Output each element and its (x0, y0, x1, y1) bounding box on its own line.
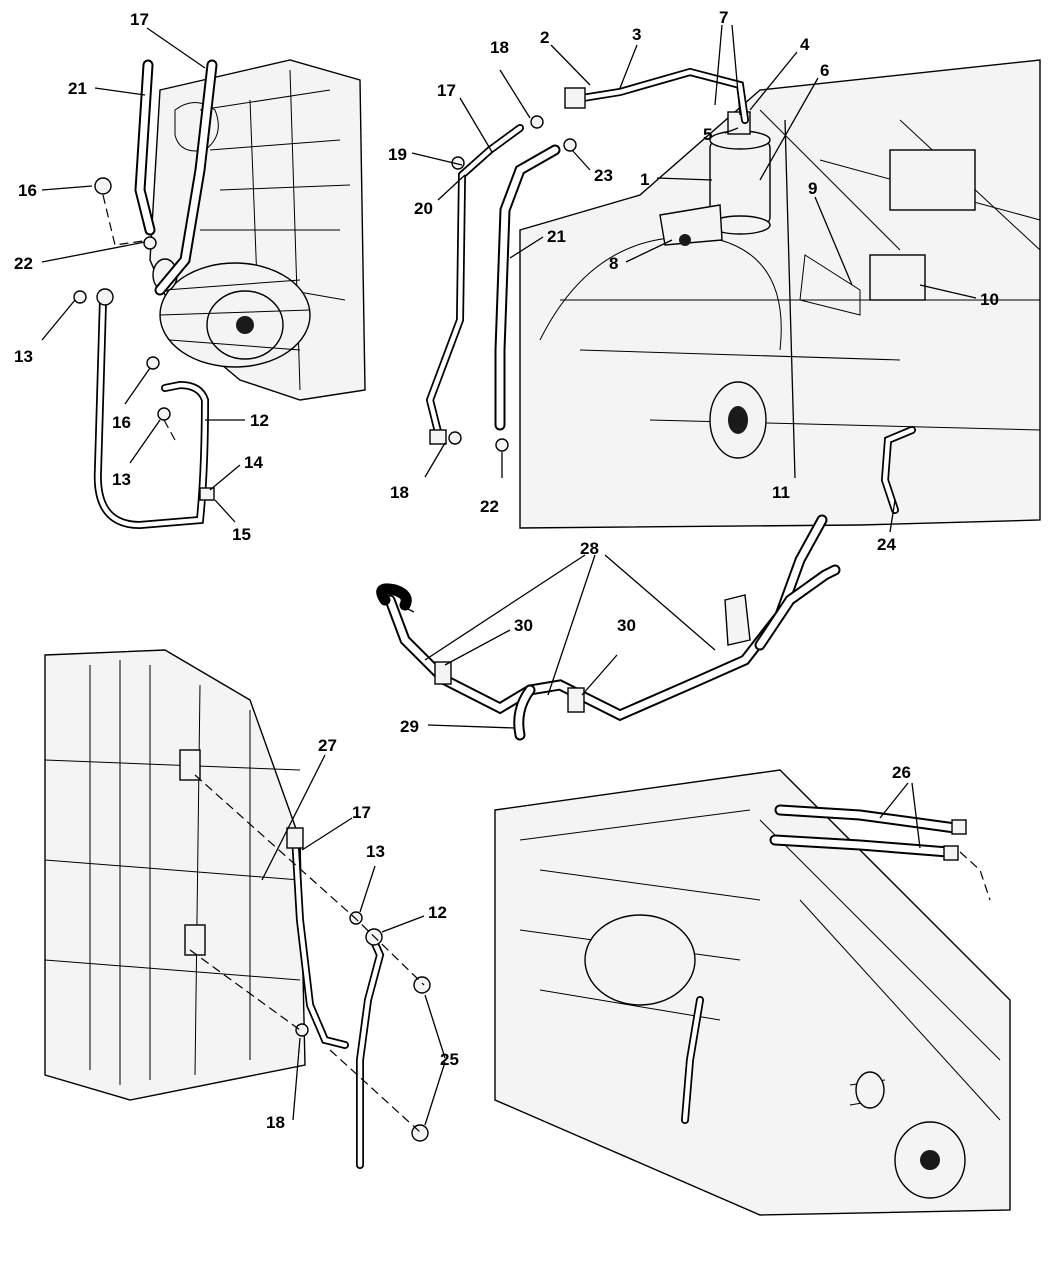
callout-2: 2 (540, 28, 549, 47)
callout-5: 5 (703, 125, 712, 144)
callout-1: 1 (640, 170, 649, 189)
callout-22: 22 (14, 254, 33, 273)
callout-23: 23 (594, 166, 613, 185)
callout-16: 16 (18, 181, 37, 200)
callout-27: 27 (318, 736, 337, 755)
callout-8: 8 (609, 254, 618, 273)
callout-17: 17 (130, 10, 149, 29)
callout-18: 18 (490, 38, 509, 57)
callout-12: 12 (250, 411, 269, 430)
heater-hose-view (494, 769, 1011, 1216)
callout-25: 25 (440, 1050, 459, 1069)
callout-14: 14 (244, 453, 263, 472)
callout-28: 28 (580, 539, 599, 558)
drier-view (425, 59, 1041, 529)
callout-3: 3 (632, 25, 641, 44)
callout-21: 21 (547, 227, 566, 246)
callout-18: 18 (266, 1113, 285, 1132)
callout-17: 17 (437, 81, 456, 100)
callout-13: 13 (366, 842, 385, 861)
hose-assembly-view (376, 514, 841, 741)
callout-30: 30 (514, 616, 533, 635)
compressor-view (73, 59, 366, 530)
callout-22: 22 (480, 497, 499, 516)
callout-18: 18 (390, 483, 409, 502)
callout-24: 24 (877, 535, 896, 554)
callout-15: 15 (232, 525, 251, 544)
callout-4: 4 (800, 35, 810, 54)
receiver-drier (709, 111, 771, 235)
callout-11: 11 (772, 483, 790, 502)
callout-13: 13 (112, 470, 131, 489)
callout-20: 20 (414, 199, 433, 218)
callout-9: 9 (808, 179, 817, 198)
callout-29: 29 (400, 717, 419, 736)
callout-30: 30 (617, 616, 636, 635)
leader-lines (41, 24, 977, 1126)
callouts: 17 21 16 22 13 16 13 12 14 15 18 2 3 7 4… (14, 8, 999, 1132)
callout-6: 6 (820, 61, 829, 80)
ac-compressor (152, 258, 311, 368)
callout-7: 7 (719, 8, 728, 27)
callout-26: 26 (892, 763, 911, 782)
callout-10: 10 (980, 290, 999, 309)
callout-17: 17 (352, 803, 371, 822)
callout-13: 13 (14, 347, 33, 366)
callout-16: 16 (112, 413, 131, 432)
callout-21: 21 (68, 79, 87, 98)
callout-19: 19 (388, 145, 407, 164)
callout-12: 12 (428, 903, 447, 922)
condenser-view (44, 649, 431, 1169)
